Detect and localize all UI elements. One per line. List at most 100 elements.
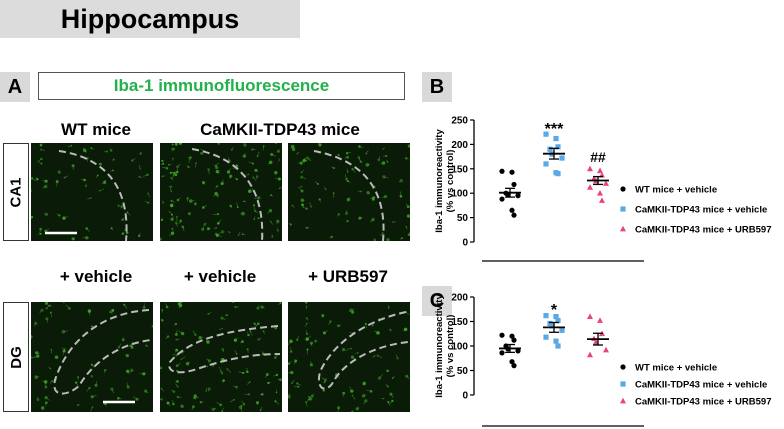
microglia-cell xyxy=(160,366,163,370)
microglia-process xyxy=(385,384,389,387)
y-tick-label: 0 xyxy=(462,238,468,249)
microglia-cell xyxy=(288,395,291,399)
ca1-outline xyxy=(58,150,128,241)
microglia-process xyxy=(306,399,310,403)
microglia-process xyxy=(263,331,265,335)
microglia-process xyxy=(277,302,281,305)
microglia-cell xyxy=(385,154,388,157)
microglia-process xyxy=(111,388,114,394)
microglia-process xyxy=(274,177,280,180)
microglia-process xyxy=(180,404,183,407)
microglia-process xyxy=(63,330,68,333)
microglia-cell xyxy=(222,379,225,382)
microglia-cell xyxy=(226,314,228,316)
microglia-process xyxy=(92,395,97,398)
microglia-cell xyxy=(357,156,361,159)
microglia-process xyxy=(405,203,409,207)
microglia-process xyxy=(176,222,178,227)
microglia-process xyxy=(213,407,217,410)
microglia-process xyxy=(101,180,106,185)
microglia-cell xyxy=(274,171,278,175)
microglia-process xyxy=(406,376,410,379)
microglia-process xyxy=(306,158,311,161)
microglia-process xyxy=(61,347,66,350)
microglia-cell xyxy=(177,302,181,306)
microglia-process xyxy=(45,228,50,232)
data-point xyxy=(543,313,549,319)
data-point xyxy=(511,212,517,218)
legend-label: CaMKII-TDP43 mice + vehicle xyxy=(635,205,767,216)
y-tick-label: 200 xyxy=(451,293,468,304)
microglia-process xyxy=(302,206,307,209)
data-point xyxy=(555,171,561,177)
significance-annotation: *** xyxy=(545,121,564,138)
microglia-process xyxy=(126,382,129,387)
microglia-cell xyxy=(243,143,247,147)
microglia-process xyxy=(345,174,347,180)
microglia-process xyxy=(309,202,312,207)
microglia-process xyxy=(95,381,97,386)
microglia-process xyxy=(346,210,348,214)
microglia-process xyxy=(290,347,292,352)
microglia-process xyxy=(205,387,208,392)
microglia-process xyxy=(323,381,325,384)
data-point xyxy=(499,196,505,202)
microglia-process xyxy=(112,159,114,162)
data-point xyxy=(597,317,603,323)
microglia-process xyxy=(307,157,312,162)
microglia-process xyxy=(302,204,305,209)
microglia-cell xyxy=(85,236,89,240)
microglia-process xyxy=(323,187,326,190)
microglia-cell xyxy=(220,229,225,234)
microglia-process xyxy=(72,165,74,170)
microglia-process xyxy=(306,318,309,321)
y-axis-label: Iba-1 immunoreactivity(% vs control) xyxy=(434,129,456,233)
microglia-process xyxy=(304,323,308,328)
microglia-process xyxy=(313,340,317,343)
microglia-process xyxy=(254,197,259,199)
microglia-process xyxy=(48,366,51,369)
microglia-cell xyxy=(351,310,355,314)
microglia-cell xyxy=(44,212,49,217)
microglia-cell xyxy=(85,185,87,188)
microglia-cell xyxy=(278,159,280,162)
microglia-process xyxy=(219,366,222,372)
data-point xyxy=(587,165,593,172)
microglia-process xyxy=(176,329,178,335)
microglia-process xyxy=(296,336,300,341)
microglia-process xyxy=(346,168,348,172)
microglia-process xyxy=(258,338,262,340)
legend-label: WT mice + vehicle xyxy=(635,363,717,374)
microglia-process xyxy=(208,312,212,315)
microglia-process xyxy=(231,147,234,150)
microglia-process xyxy=(405,311,410,315)
data-point xyxy=(603,346,609,353)
microglia-process xyxy=(162,167,167,169)
microglia-process xyxy=(127,212,131,216)
treatment-label-wt-vehicle: + vehicle xyxy=(59,267,133,286)
microglia-process xyxy=(86,387,90,392)
microglia-process xyxy=(190,199,195,202)
microglia-process xyxy=(37,396,39,400)
micrograph-ca1-tdp-vehicle xyxy=(160,143,282,241)
microglia-process xyxy=(162,200,164,203)
microglia-process xyxy=(297,383,301,386)
microglia-process xyxy=(110,170,114,172)
microglia-process xyxy=(160,318,163,321)
microglia-process xyxy=(297,151,300,154)
microglia-process xyxy=(331,166,335,169)
microglia-process xyxy=(168,210,173,215)
microglia-process xyxy=(255,176,258,181)
microglia-process xyxy=(176,167,178,173)
microglia-cell xyxy=(235,385,239,389)
microglia-process xyxy=(45,302,47,304)
data-point xyxy=(511,363,517,369)
microglia-process xyxy=(377,355,382,359)
microglia-process xyxy=(236,202,238,208)
microglia-process xyxy=(67,145,72,147)
microglia-process xyxy=(321,377,326,381)
microglia-process xyxy=(307,395,310,398)
microglia-process xyxy=(213,227,217,230)
microglia-cell xyxy=(151,325,153,328)
